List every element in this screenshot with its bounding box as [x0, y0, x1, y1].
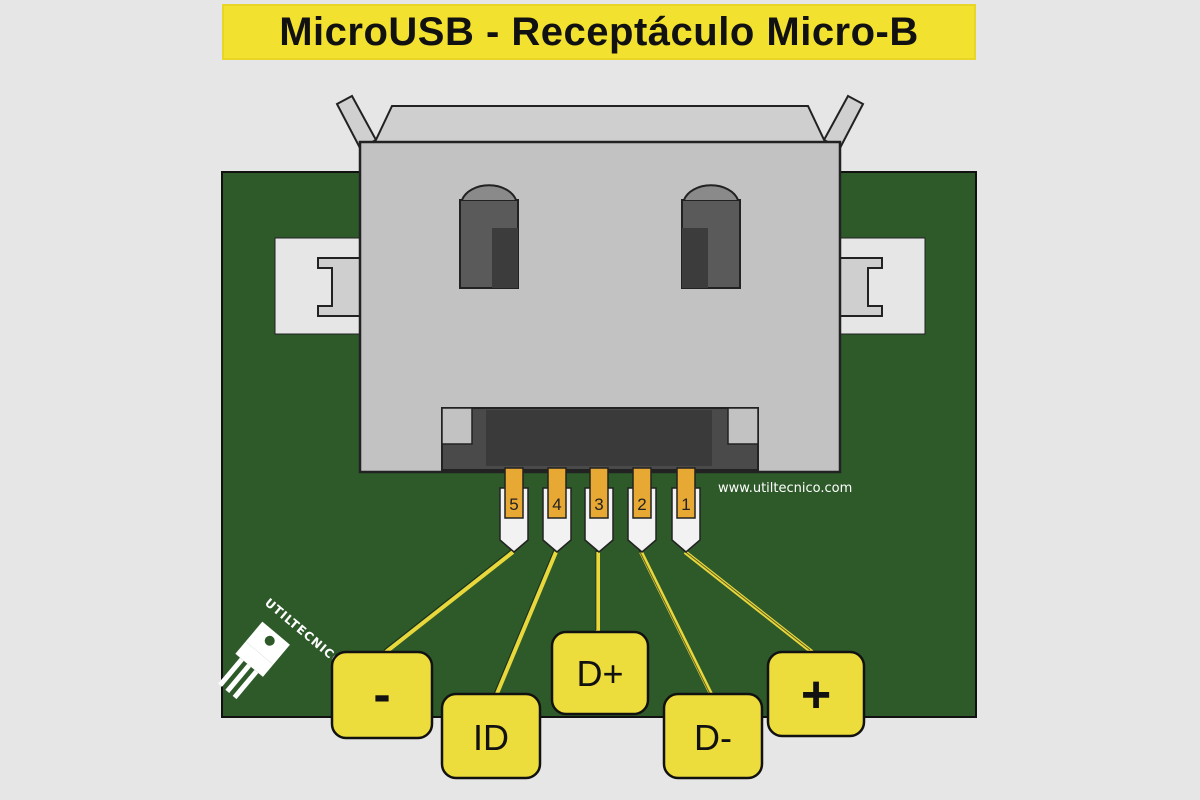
right-clip	[822, 94, 865, 150]
pin-label-plus: +	[766, 650, 866, 738]
leader-lines-outline	[383, 549, 811, 695]
left-latch-hole	[459, 184, 519, 289]
right-mount-pad	[834, 237, 926, 335]
pin-label-minus: -	[330, 650, 434, 740]
opening-left-corner	[441, 407, 473, 445]
leader-line-pin5	[384, 550, 515, 654]
website-text: www.utiltecnico.com	[718, 481, 852, 496]
leader-line-pin2	[639, 551, 714, 697]
connector-top-lip	[372, 105, 828, 145]
pin-number-2: 2	[637, 495, 646, 514]
gold-pins	[504, 467, 696, 519]
pin-label-id: ID	[440, 692, 542, 780]
pin-label-dminus: D-	[662, 692, 764, 780]
pin-label-id-text: ID	[473, 717, 509, 758]
leader-line-pin4	[494, 551, 558, 697]
gold-pin2	[632, 467, 652, 519]
pin-number-4: 4	[552, 495, 561, 514]
right-latch-hole	[681, 184, 741, 289]
gold-pin1	[676, 467, 696, 519]
opening-inner-tongue	[486, 410, 712, 466]
transistor-icon	[218, 621, 290, 700]
pin-label-minus-text: -	[373, 666, 390, 724]
pin-label-dplus-text: D+	[576, 653, 623, 694]
opening-right-corner	[727, 407, 759, 445]
pin-label-dplus: D+	[550, 630, 650, 716]
pin-label-plus-text: +	[801, 666, 831, 724]
gold-pin5	[504, 467, 524, 519]
pin-number-1: 1	[681, 495, 690, 514]
gold-pin3	[589, 467, 609, 519]
left-clip	[335, 94, 378, 150]
title-banner: MicroUSB - Receptáculo Micro-B	[222, 4, 976, 60]
pin-number-3: 3	[594, 495, 603, 514]
page-title: MicroUSB - Receptáculo Micro-B	[279, 9, 919, 54]
gold-pin4	[547, 467, 567, 519]
pin-number-5: 5	[509, 495, 518, 514]
pin-label-dminus-text: D-	[694, 717, 732, 758]
